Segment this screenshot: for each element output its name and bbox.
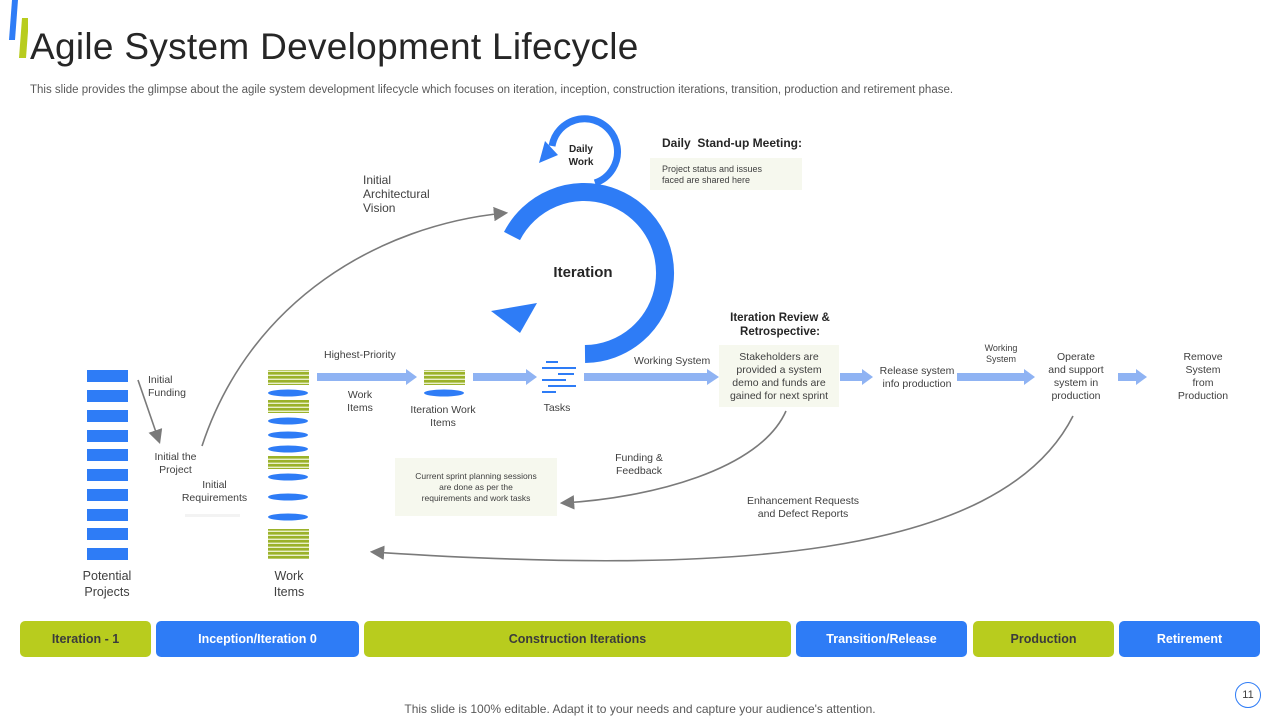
- phase-iteration-minus-1: Iteration - 1: [20, 621, 151, 657]
- iteration-work-items-icon: [424, 370, 465, 397]
- iteration-label: Iteration: [553, 264, 613, 281]
- potential-projects-stack: [87, 370, 128, 560]
- highest-priority-label: Highest-Priority: [324, 349, 396, 361]
- working-system-label: Working System: [634, 355, 711, 367]
- flow-arrows: [317, 369, 1147, 385]
- tasks-label: Tasks: [543, 402, 571, 414]
- footer-note: This slide is 100% editable. Adapt it to…: [404, 702, 876, 716]
- funding-feedback-label: Funding &Feedback: [615, 452, 663, 477]
- review-title: Iteration Review &Retrospective:: [730, 312, 830, 338]
- work-items-stack: [268, 370, 309, 559]
- phase-retirement: Retirement: [1119, 621, 1260, 657]
- phase-inception: Inception/Iteration 0: [156, 621, 359, 657]
- daily-standup-title: Daily Stand-up Meeting:: [662, 136, 803, 150]
- requirements-divider: [185, 514, 240, 517]
- page-title: Agile System Development Lifecycle: [30, 26, 639, 67]
- phase-production: Production: [973, 621, 1114, 657]
- phase-transition: Transition/Release: [796, 621, 967, 657]
- page-number: 11: [1235, 682, 1261, 708]
- logo-accent: [9, 0, 28, 58]
- iteration-loop-arrow: [491, 115, 675, 363]
- tasks-icon: [542, 361, 576, 393]
- page-subtitle: This slide provides the glimpse about th…: [30, 84, 954, 96]
- lifecycle-diagram: [87, 115, 1147, 562]
- phase-construction: Construction Iterations: [364, 621, 791, 657]
